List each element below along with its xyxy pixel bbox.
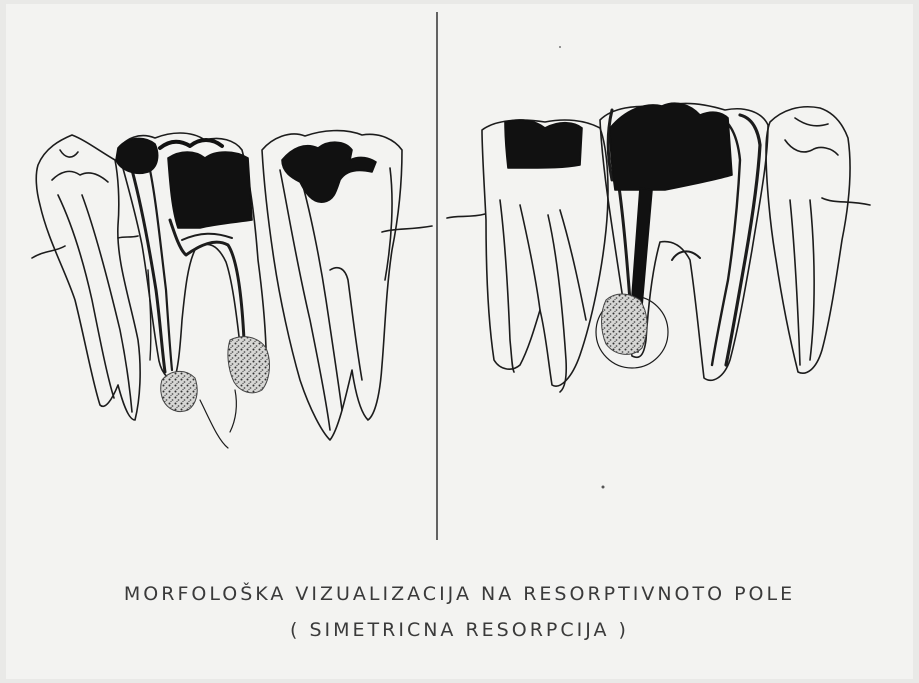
right-tooth-c <box>766 107 850 373</box>
speck <box>559 46 561 48</box>
right-filling-a <box>505 120 582 168</box>
left-filling-b <box>168 152 252 228</box>
right-filling-b <box>610 103 732 190</box>
caption-line-2: ( SIMETRICNA RESORPCIJA ) <box>0 619 919 641</box>
left-lesion-2 <box>228 337 270 393</box>
left-filling-d <box>282 142 376 202</box>
left-filling-c <box>160 140 222 148</box>
left-filling-a <box>116 138 158 173</box>
right-lesion <box>602 294 648 354</box>
left-tooth-1 <box>36 135 140 420</box>
right-panel <box>447 103 870 392</box>
right-gum-line <box>447 198 870 218</box>
caption-line-1: MORFOLOŠKA VIZUALIZACIJA NA RESORPTIVNOT… <box>0 583 919 605</box>
speck <box>602 486 605 489</box>
left-lesion-1 <box>161 371 198 411</box>
left-panel <box>32 131 432 448</box>
